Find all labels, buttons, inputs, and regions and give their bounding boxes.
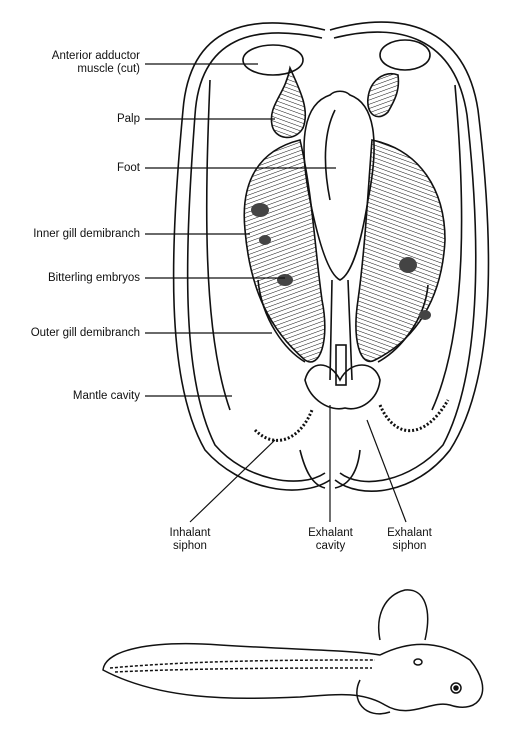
label-inhalant-siphon: Inhalant siphon bbox=[155, 527, 225, 553]
leader-inhalant-siphon bbox=[190, 440, 275, 522]
label-foot: Foot bbox=[10, 162, 140, 175]
larva-body bbox=[103, 644, 483, 711]
right-palp bbox=[368, 74, 399, 117]
right-adductor-muscle bbox=[380, 40, 430, 70]
label-bitterling: Bitterling embryos bbox=[0, 272, 140, 285]
inhalant-siphon-edge bbox=[255, 410, 312, 440]
left-palp bbox=[271, 68, 305, 137]
label-anterior-adductor: Anterior adductor muscle (cut) bbox=[10, 50, 140, 76]
leader-exhalant-siphon bbox=[367, 420, 406, 522]
exhalant-cavity-shape bbox=[305, 365, 380, 409]
left-gill bbox=[244, 140, 325, 362]
exhalant-siphon-edge bbox=[380, 400, 448, 431]
label-inner-gill: Inner gill demibranch bbox=[0, 228, 140, 241]
right-gill bbox=[356, 140, 445, 361]
label-exhalant-cavity: Exhalant cavity bbox=[293, 527, 368, 553]
larva-yolk-sac bbox=[379, 590, 428, 640]
label-palp: Palp bbox=[10, 113, 140, 126]
label-mantle-cavity: Mantle cavity bbox=[10, 390, 140, 403]
label-exhalant-siphon: Exhalant siphon bbox=[372, 527, 447, 553]
bitterling-larva-drawing bbox=[103, 590, 483, 714]
mussel-drawing bbox=[174, 22, 489, 491]
left-adductor-muscle bbox=[243, 45, 303, 75]
label-outer-gill: Outer gill demibranch bbox=[0, 327, 140, 340]
